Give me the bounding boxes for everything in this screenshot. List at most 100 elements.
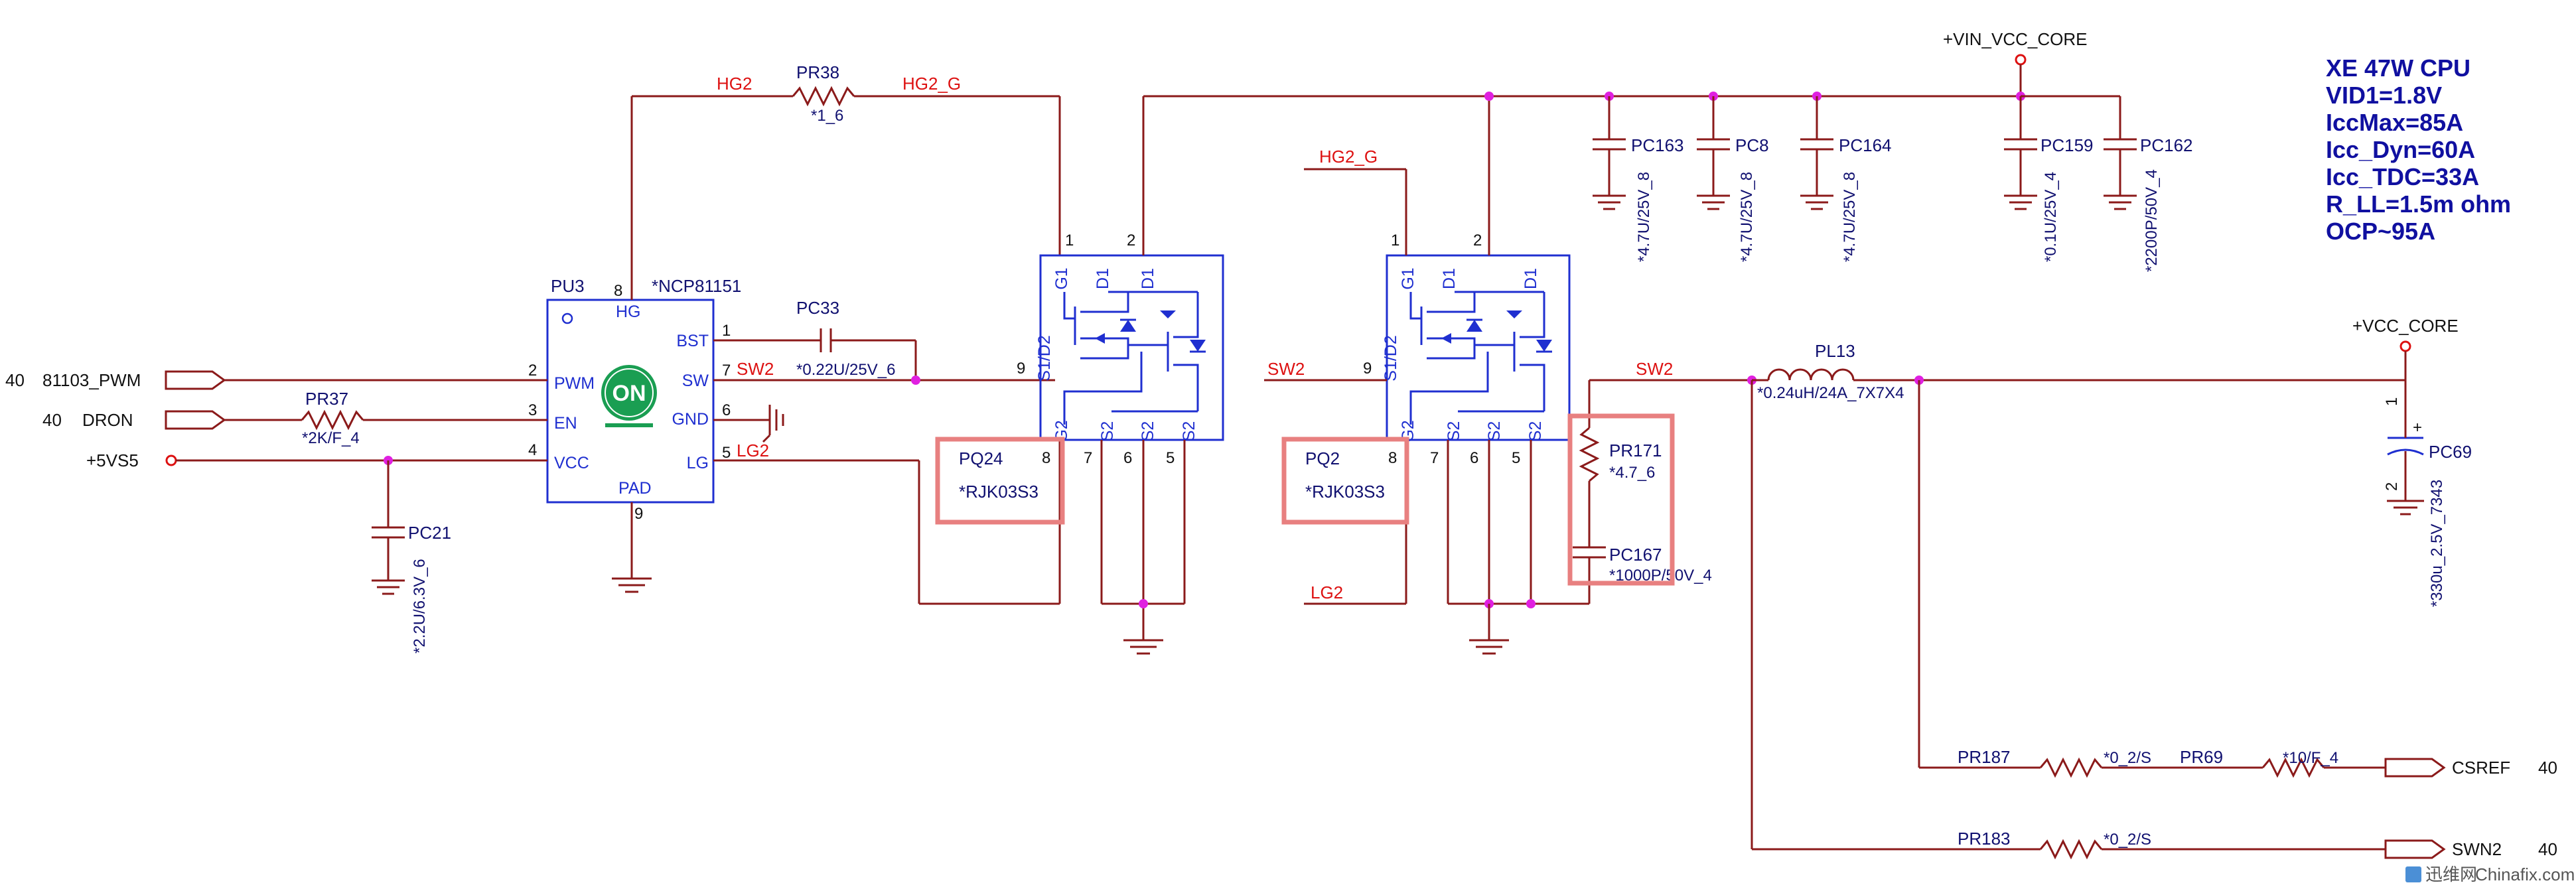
- input-pwm: 40 81103_PWM: [5, 370, 511, 390]
- highlight-snubber: [1567, 413, 1675, 586]
- pin-num-sw: 7: [722, 362, 731, 379]
- pc159-ref: PC159: [2040, 135, 2094, 155]
- controller-part: *NCP81151: [652, 276, 741, 296]
- pq24-pin8: 8: [1042, 449, 1050, 467]
- swn2-line: PR183 *0_2/S SWN2 40: [1751, 380, 2557, 860]
- swn2-page: 40: [2538, 839, 2557, 859]
- pq24-pin9: 9: [1017, 360, 1025, 378]
- pq2-s1d2: S1/D2: [1382, 335, 1400, 381]
- pc164-ref: PC164: [1839, 135, 1892, 155]
- swn2-label: SWN2: [2452, 839, 2502, 859]
- en-page: 40: [42, 410, 62, 430]
- pc21-value: *2.2U/6.3V_6: [411, 559, 429, 654]
- pin-num-en: 3: [528, 401, 537, 419]
- spec-line-ocp: OCP~95A: [2326, 218, 2435, 245]
- pc69-pin2: 2: [2383, 482, 2401, 491]
- pq24-s2a: S2: [1098, 421, 1117, 442]
- pq24-pin6: 6: [1123, 449, 1132, 467]
- pc69-value: *330u_2.5V_7343: [2428, 480, 2446, 607]
- pin-en-label: EN: [554, 414, 577, 433]
- pr37-ref: PR37: [305, 389, 348, 409]
- pin-num-lg: 5: [722, 444, 731, 462]
- controller-pin-wires: [511, 96, 1055, 579]
- pin-num-gnd: 6: [722, 401, 731, 419]
- pin-hg-label: HG: [616, 303, 641, 321]
- pr187-ref: PR187: [1958, 747, 2011, 767]
- svg-text:ON: ON: [612, 381, 646, 406]
- pc162-ref: PC162: [2140, 135, 2193, 155]
- spec-line-iccmax: IccMax=85A: [2326, 109, 2463, 136]
- pq24-pin1: 1: [1065, 232, 1074, 249]
- pq2-g1: G1: [1399, 267, 1417, 289]
- pin-num-bst: 1: [722, 322, 731, 340]
- pq2-s2c: S2: [1526, 421, 1545, 442]
- chassis-ground-symbol: [762, 405, 784, 443]
- controller-body: [546, 299, 715, 504]
- pr38-ref: PR38: [796, 62, 839, 82]
- pr69-ref: PR69: [2180, 747, 2223, 767]
- pin-num-vcc: 4: [528, 441, 537, 459]
- pc163-value: *4.7U/25V_8: [1635, 172, 1653, 262]
- pq2-pin5: 5: [1512, 449, 1520, 467]
- pr183-value: *0_2/S: [2104, 831, 2151, 849]
- pwm-page: 40: [5, 370, 25, 390]
- pq2-body: [1386, 254, 1571, 441]
- pq24-d1a: D1: [1094, 268, 1112, 289]
- mosfet-pq24: G1 D1 D1 S1/D2 G2 S2 S2 S2: [1035, 254, 1224, 443]
- pr183-ref: PR183: [1958, 829, 2011, 849]
- controller-pu3: ON PU3 *NCP81151 HG PWM EN VCC PAD BST S…: [528, 276, 741, 523]
- pq2-d1a: D1: [1440, 268, 1459, 289]
- cap-pc21: PC21 *2.2U/6.3V_6: [372, 460, 451, 654]
- csref-line: PR187 *0_2/S PR69 *10/F_4 CSREF 40: [1918, 380, 2557, 778]
- spec-line-iccdyn: Icc_Dyn=60A: [2326, 136, 2475, 163]
- sw2-mid-label: SW2: [1267, 359, 1305, 379]
- pq24-s1d2: S1/D2: [1035, 335, 1054, 381]
- pc162-value: *2200P/50V_4: [2143, 169, 2161, 272]
- spec-line-vid: VID1=1.8V: [2326, 82, 2442, 109]
- hg2-label: HG2: [717, 74, 752, 94]
- pl13-ref: PL13: [1815, 341, 1855, 361]
- cap-pc162: PC162 *2200P/50V_4: [2104, 96, 2193, 272]
- pr69-value: *10/F_4: [2283, 749, 2338, 767]
- pin-gnd-label: GND: [672, 410, 709, 429]
- pin-vcc-label: VCC: [554, 454, 589, 472]
- cap-pc159: PC159 *0.1U/25V_4: [2004, 96, 2094, 262]
- pin-num-hg: 8: [614, 282, 622, 300]
- pq2-ref: PQ2: [1305, 448, 1340, 468]
- pq2-d1b: D1: [1522, 268, 1540, 289]
- pr38-value: *1_6: [811, 107, 843, 125]
- pq24-s2c: S2: [1180, 421, 1198, 442]
- pr37-value: *2K/F_4: [302, 429, 360, 447]
- pc21-ref: PC21: [408, 523, 451, 543]
- on-semi-logo: ON: [601, 365, 657, 427]
- watermark-brand: 迅维网: [2425, 864, 2477, 884]
- en-net: DRON: [82, 410, 133, 430]
- csref-label: CSREF: [2452, 758, 2510, 778]
- spec-line-rll: R_LL=1.5m ohm: [2326, 190, 2511, 218]
- input-dron: 40 DRON PR37 *2K/F_4: [42, 389, 511, 447]
- highlight-pq24: [935, 437, 1065, 525]
- pc164-value: *4.7U/25V_8: [1841, 172, 1859, 262]
- pin-pwm-label: PWM: [554, 374, 595, 393]
- pq2-pins: HG2_G SW2 LG2 1 2 9 8 7 6 5: [1264, 92, 1589, 655]
- pc163-ref: PC163: [1631, 135, 1684, 155]
- pq24-pins: 1 2 9 8 7 6 5: [1017, 95, 2021, 655]
- sw2-ctrl-label: SW2: [737, 359, 774, 379]
- pr171-value: *4.7_6: [1609, 464, 1655, 482]
- pq24-g1: G1: [1052, 267, 1071, 289]
- ground-symbol: [612, 577, 652, 593]
- mosfet-pq2: G1 D1 D1 S1/D2 G2 S2 S2 S2: [1382, 254, 1571, 443]
- pl13-value: *0.24uH/24A_7X7X4: [1757, 384, 1904, 402]
- pr171-ref: PR171: [1609, 441, 1662, 460]
- pq2-pin1: 1: [1391, 232, 1399, 249]
- cap-pc164: PC164 *4.7U/25V_8: [1800, 92, 1892, 262]
- pc69-pin1: 1: [2383, 397, 2401, 406]
- pc33-ref: PC33: [796, 298, 839, 318]
- input-5vs5: +5VS5: [86, 450, 511, 470]
- cap-pc33: PC33 *0.22U/25V_6 SW2 LG2: [737, 298, 920, 460]
- pq2-part: *RJK03S3: [1305, 482, 1385, 502]
- pwm-net: 81103_PWM: [42, 370, 141, 390]
- p5v-label: +5VS5: [86, 450, 139, 470]
- pq2-s2b: S2: [1485, 421, 1504, 442]
